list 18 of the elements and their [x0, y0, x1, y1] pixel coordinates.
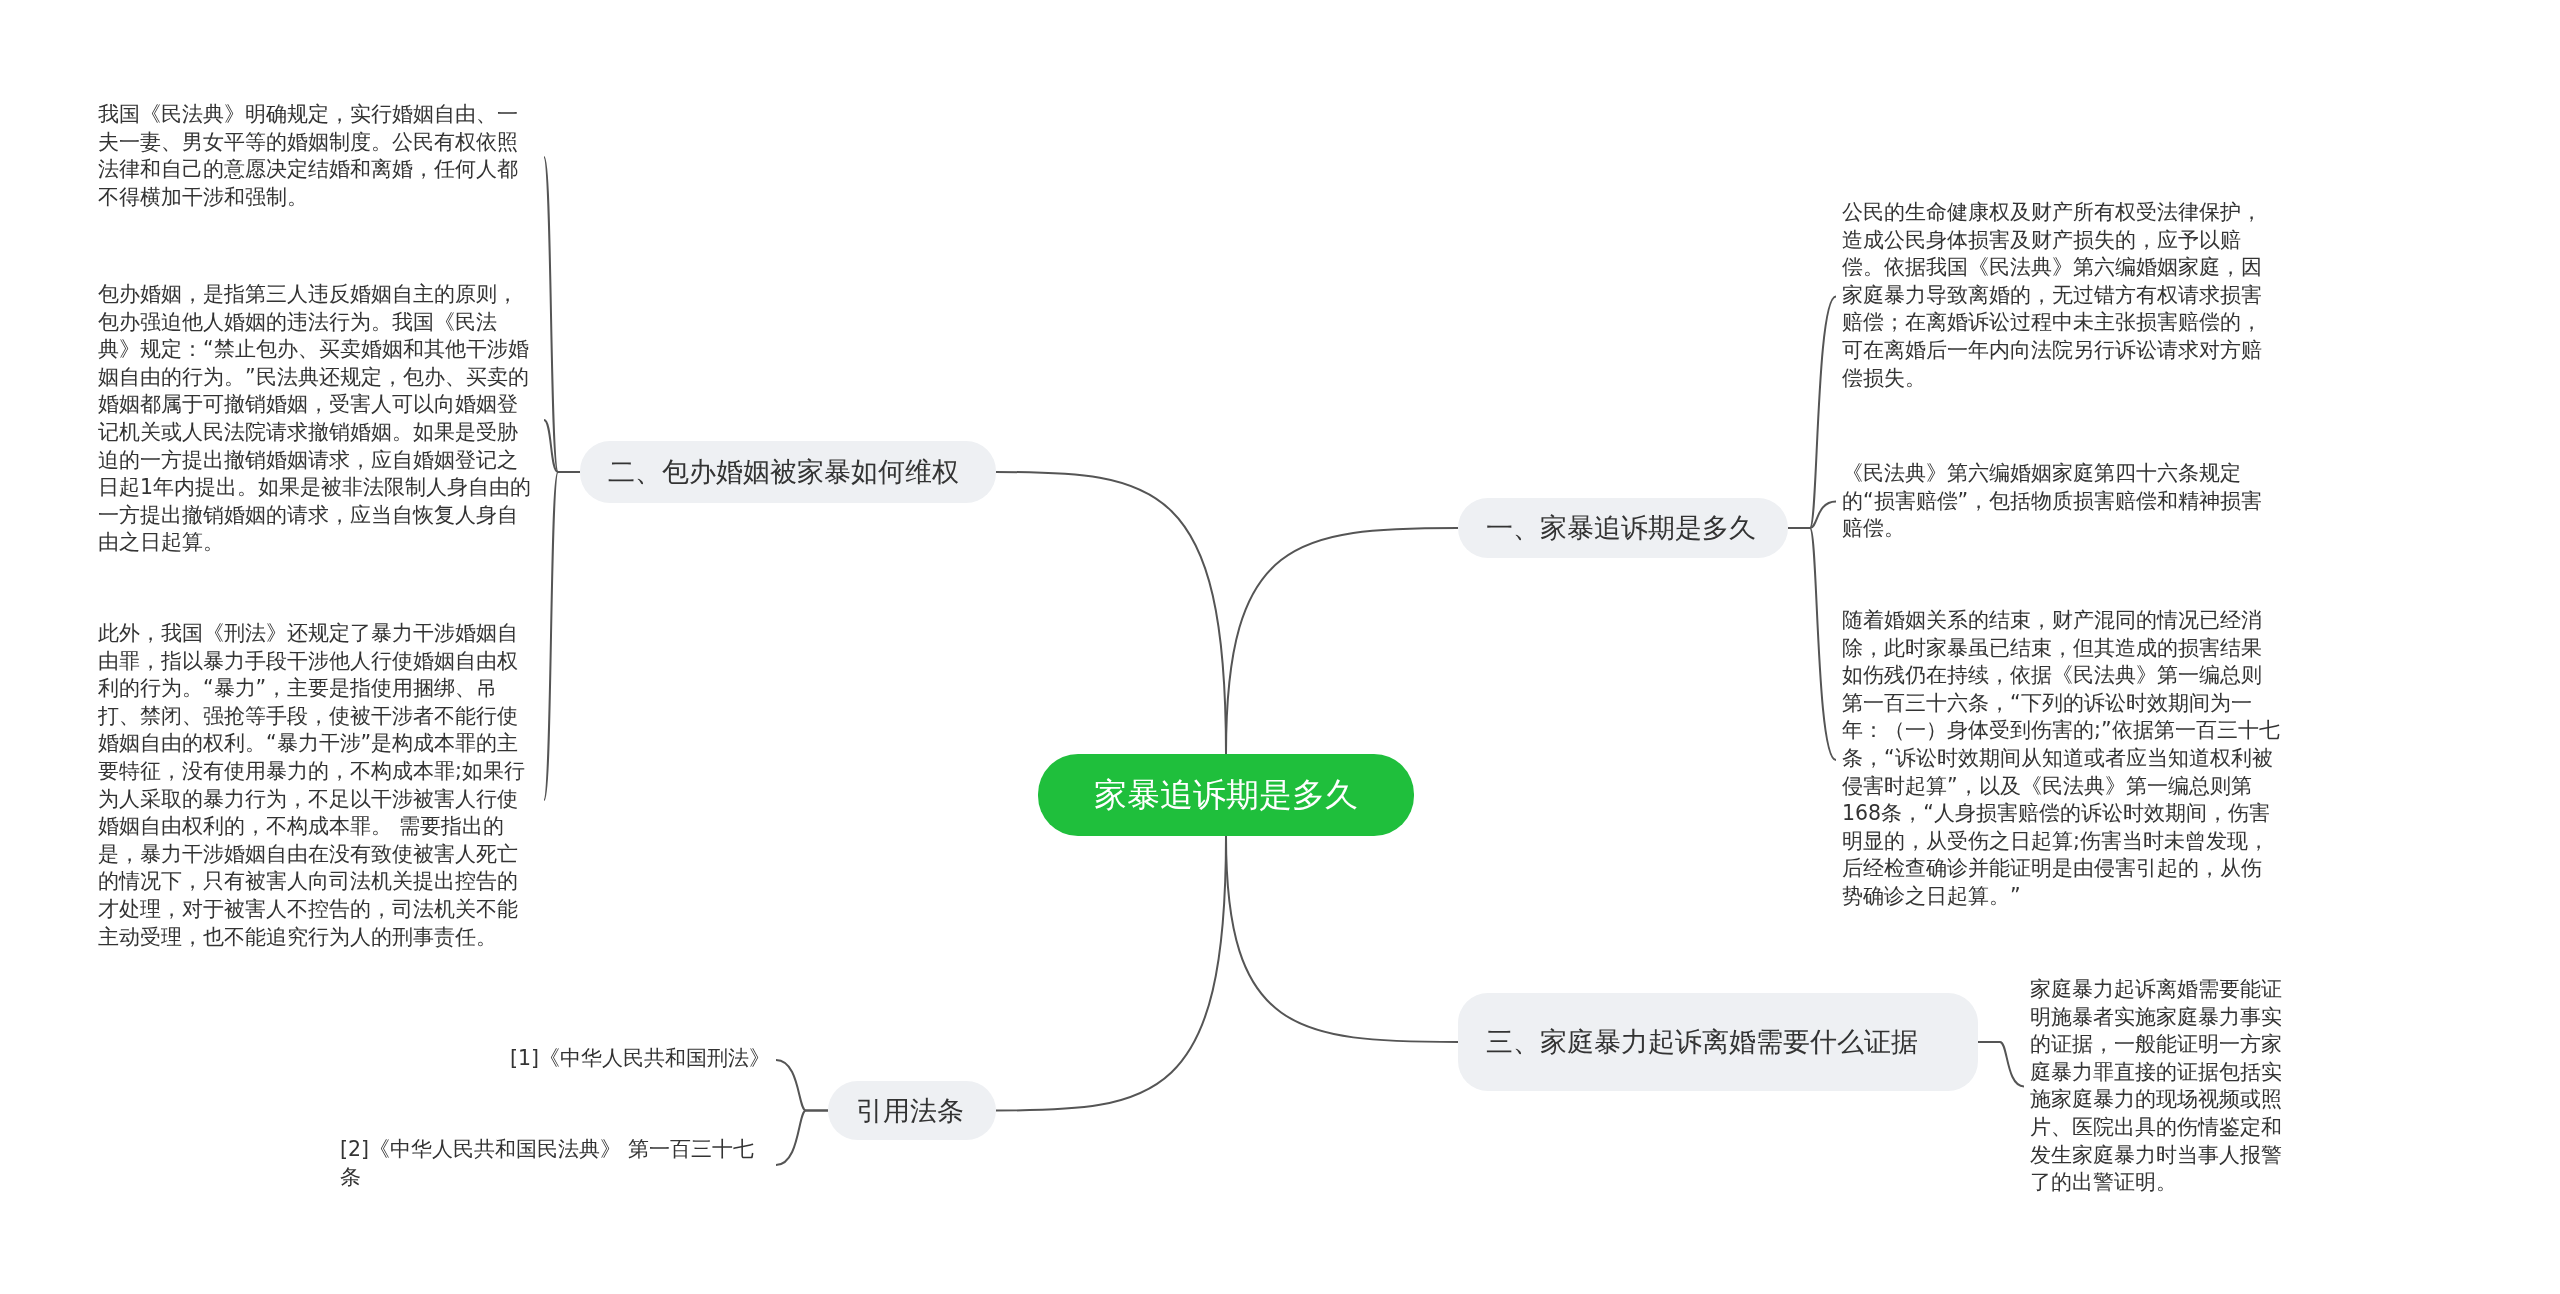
topic-box: 一、家暴追诉期是多久	[1458, 498, 1788, 558]
note-text: [1]《中华人民共和国刑法》	[470, 1045, 770, 1075]
note-text: [2]《中华人民共和国民法典》 第一百三十七条	[340, 1136, 770, 1194]
note-text: 我国《民法典》明确规定，实行婚姻自由、一夫一妻、男女平等的婚姻制度。公民有权依照法律和自己的意愿决定结婚和离婚，任何人都不得横加干涉和强制。	[98, 101, 538, 213]
note-text: 随着婚姻关系的结束，财产混同的情况已经消除，此时家暴虽已结束，但其造成的损害结果如伤残仍在持续，依据《民法典》第一编总则第一百三十六条，“下列的诉讼时效期间为一年：（一）身体受到伤害的;”依据第一百三十七条，“诉讼时效期间从知道或者应当知道权利被侵害时起算”，以及《民法典》第一编总则第168条，“人身损害赔偿的诉讼时效期间，伤害明显的，从受伤之日起算;伤害当时未曾发现，后经检查确诊并能证明是由侵害引起的，从伤势确诊之日起算。”	[1842, 607, 2282, 913]
central-topic: 家暴追诉期是多久	[1038, 754, 1414, 836]
note-text: 《民法典》第六编婚姻家庭第四十六条规定的“损害赔偿”，包括物质损害赔偿和精神损害赔偿。	[1842, 460, 2282, 543]
note-text: 此外，我国《刑法》还规定了暴力干涉婚姻自由罪，指以暴力手段干涉他人行使婚姻自由权利的行为。“暴力”，主要是指使用捆绑、吊打、禁闭、强抢等手段，使被干涉者不能行使婚姻自由的权利。“暴力干涉”是构成本罪的主要特征，没有使用暴力的，不构成本罪;如果行为人采取的暴力行为，不足以干涉被害人行使婚姻自由权利的，不构成本罪。 需要指出的是，暴力干涉婚姻自由在没有致使被害人死亡的情况下，只有被害人向司法机关提出控告的才处理，对于被害人不控告的，司法机关不能主动受理，也不能追究行为人的刑事责任。	[98, 620, 538, 980]
connector	[1977, 1041, 2025, 1088]
topic-box: 三、家庭暴力起诉离婚需要什么证据	[1458, 993, 1978, 1091]
note-text: 家庭暴力起诉离婚需要能证明施暴者实施家庭暴力事实的证据，一般能证明一方家庭暴力罪直接的证据包括实施家庭暴力的现场视频或照片、医院出具的伤情鉴定和发生家庭暴力时当事人报警了的出警证明。	[2030, 976, 2302, 1197]
note-text: 包办婚姻，是指第三人违反婚姻自主的原则，包办强迫他人婚姻的违法行为。我国《民法典》规定：“禁止包办、买卖婚姻和其他干涉婚姻自由的行为。”民法典还规定，包办、买卖的婚姻都属于可撤销婚姻，受害人可以向婚姻登记机关或人民法院请求撤销婚姻。如果是受胁迫的一方提出撤销婚姻请求，应自婚姻登记之日起1年内提出。如果是被非法限制人身自由的一方提出撤销婚姻的请求，应当自恢复人身自由之日起算。	[98, 281, 538, 559]
connector	[543, 471, 581, 801]
connector	[775, 1109, 829, 1166]
topic-box: 二、包办婚姻被家暴如何维权	[580, 441, 996, 503]
connector	[1787, 527, 1837, 761]
topic-box: 引用法条	[828, 1081, 996, 1140]
note-text: 公民的生命健康权及财产所有权受法律保护，造成公民身体损害及财产损失的，应予以赔偿。依据我国《民法典》第六编婚姻家庭，因家庭暴力导致离婚的，无过错方有权请求损害赔偿；在离婚诉讼过程中未主张损害赔偿的，可在离婚后一年内向法院另行诉讼请求对方赔偿损失。	[1842, 199, 2282, 394]
